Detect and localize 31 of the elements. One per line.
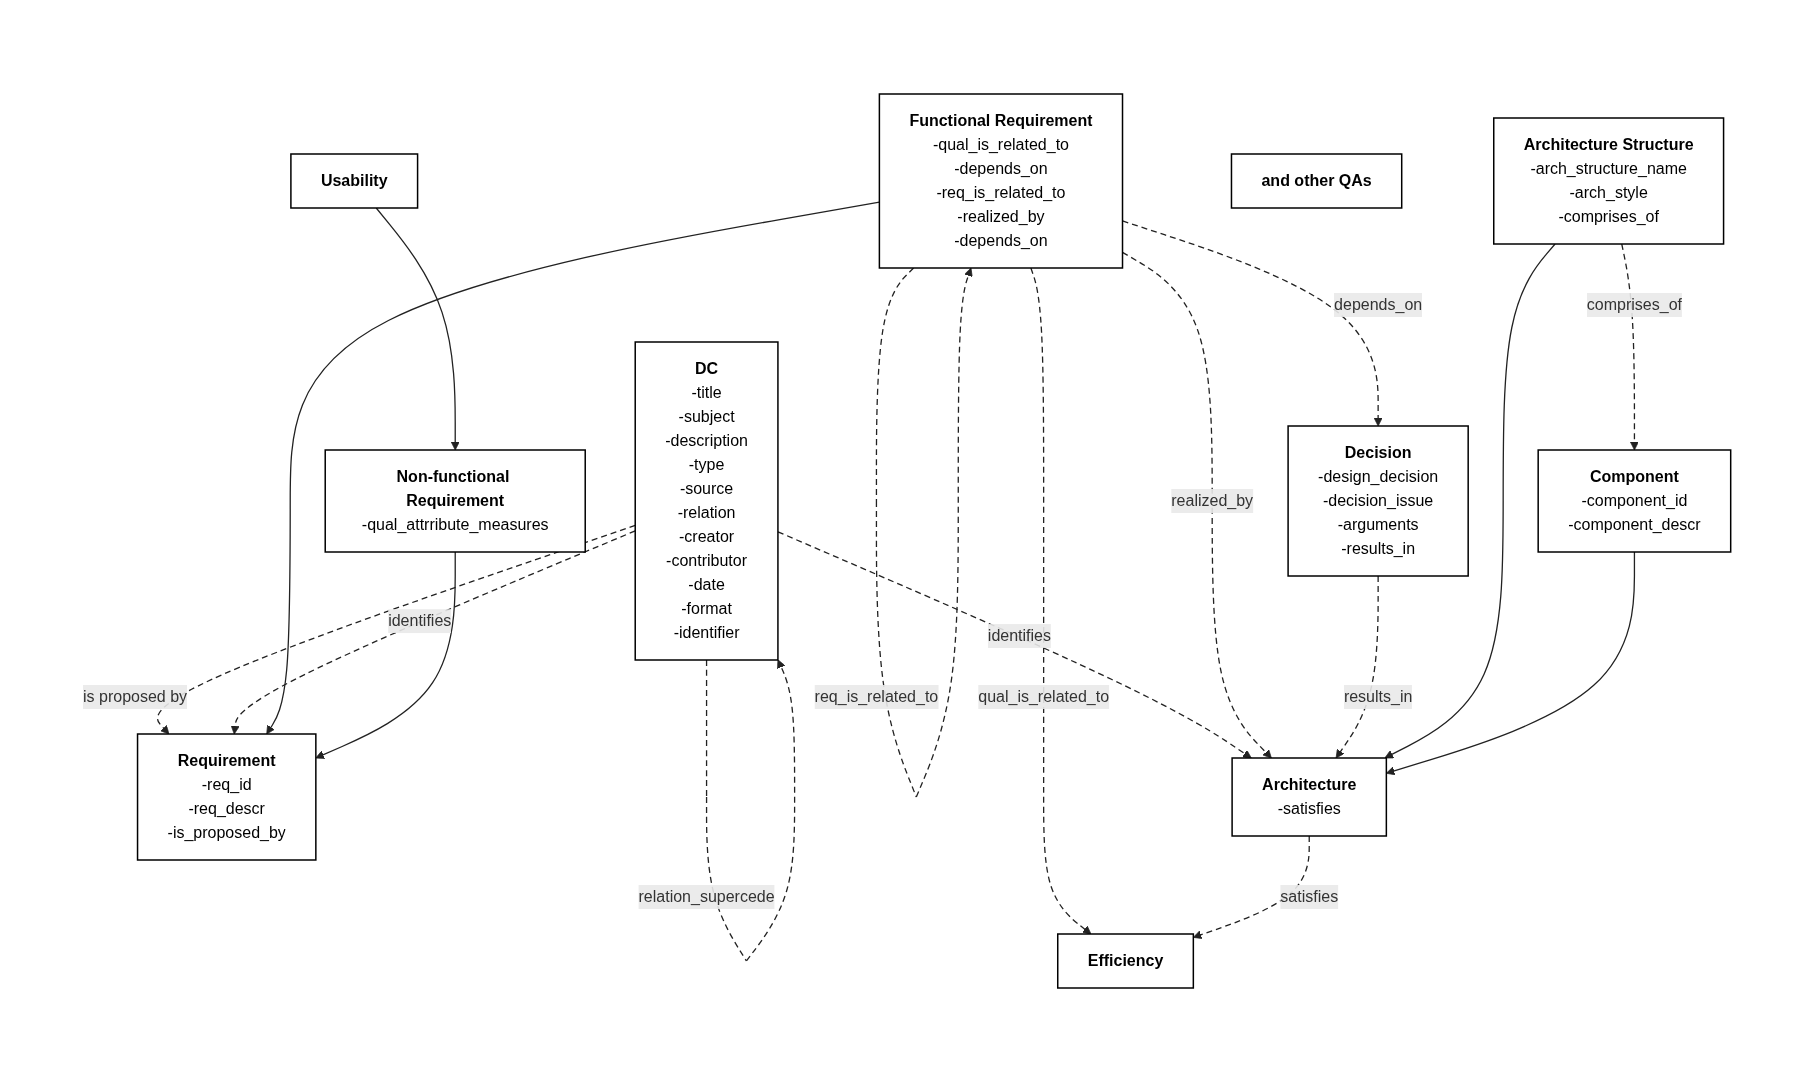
arrow bbox=[1386, 550, 1636, 775]
edge-label: is proposed by bbox=[83, 687, 188, 705]
arrow bbox=[1030, 266, 1092, 934]
node-box: Decision -design_decision -decision_issue -arguments -results_in bbox=[1287, 424, 1470, 577]
arrow bbox=[375, 206, 460, 450]
arrow bbox=[1122, 251, 1272, 758]
arrow bbox=[1122, 219, 1383, 426]
node-box: Architecture -satisfies bbox=[1231, 756, 1388, 837]
node-box: DC -title -subject -description -type -source -relation -creator -contributor -date -format -identifier bbox=[634, 340, 779, 661]
node-box: Component -component_id -component_descr bbox=[1537, 448, 1732, 553]
edge-label: relation_supercede bbox=[638, 887, 775, 905]
edge-label: realized_by bbox=[1171, 491, 1254, 509]
arrow bbox=[1621, 242, 1639, 450]
arrow bbox=[1335, 574, 1379, 758]
node-box: Requirement -req_id -req_descr -is_proposed_by bbox=[136, 732, 317, 861]
edge-label: identifies bbox=[988, 626, 1052, 644]
edge-label: depends_on bbox=[1334, 295, 1423, 313]
edge-label: satisfies bbox=[1280, 887, 1339, 905]
node-box: Functional Requirement -qual_is_related_to -depends_on -req_is_related_to -realized_by -depends_on bbox=[878, 92, 1124, 269]
edge-label: results_in bbox=[1344, 687, 1413, 705]
edge-label: qual_is_related_to bbox=[978, 687, 1110, 705]
node-box: Efficiency bbox=[1057, 932, 1195, 989]
edge-label: identifies bbox=[388, 611, 452, 629]
node-box: and other QAs bbox=[1230, 152, 1403, 209]
node-box: Architecture Structure -arch_structure_name -arch_style -comprises_of bbox=[1493, 116, 1725, 245]
edge-label: req_is_related_to bbox=[814, 687, 939, 705]
arrow bbox=[1193, 834, 1311, 939]
edge-label: comprises_of bbox=[1587, 295, 1683, 313]
node-box: Usability bbox=[290, 152, 419, 209]
arrow bbox=[1384, 242, 1556, 758]
node-box: Non-functional Requirement -qual_attrribute_measures bbox=[324, 448, 587, 553]
